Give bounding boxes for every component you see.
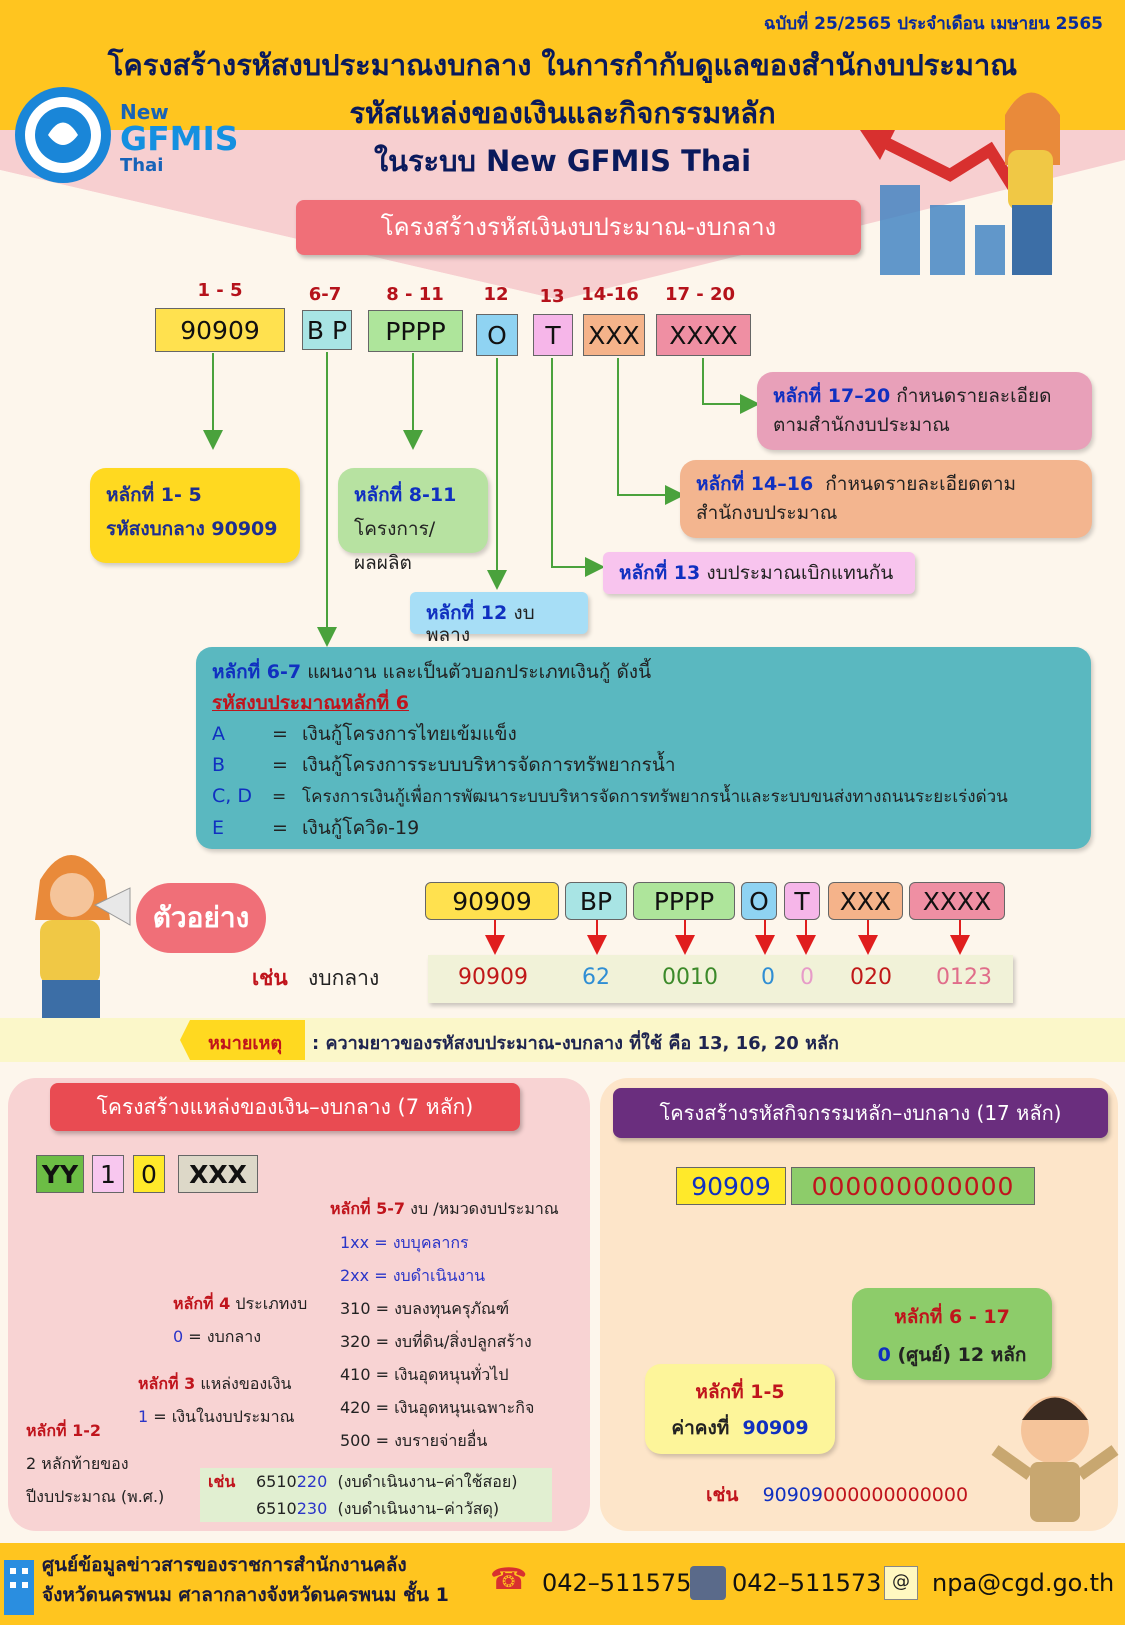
category-item: 410 = เงินอุดหนุนทั่วไป — [340, 1365, 509, 1384]
code-box-14-16: XXX — [583, 314, 645, 356]
example-code-14-16: XXX — [828, 882, 903, 920]
sof-digits-1-2: หลักที่ 1-2 2 หลักท้ายของ ปีงบประมาณ (พ.… — [26, 1421, 165, 1506]
activity-banner: โครงสร้างรหัสกิจกรรมหลัก–งบกลาง (17 หลัก… — [613, 1088, 1108, 1138]
example-value: 0 — [761, 965, 775, 990]
phone-icon: ☎ — [490, 1562, 528, 1597]
example-value: 62 — [582, 965, 610, 990]
category-item: 500 = งบรายจ่ายอื่น — [340, 1431, 488, 1450]
loan-type-item: B=เงินกู้โครงการระบบบริหารจัดการทรัพยากร… — [212, 754, 676, 776]
loan-type-item: C, D=โครงการเงินกู้เพื่อการพัฒนาระบบบริห… — [212, 785, 1008, 807]
sof-category-list: 1xx = งบบุคลากร 2xx = งบดำเนินงาน 310 = … — [340, 1226, 534, 1457]
position-label: 14-16 — [581, 284, 639, 305]
header-background — [0, 0, 1125, 130]
source-of-funds-panel — [8, 1078, 590, 1531]
source-of-funds-banner: โครงสร้างแหล่งของเงิน–งบกลาง (7 หลัก) — [50, 1083, 520, 1131]
budget-code-banner: โครงสร้างรหัสเงินงบประมาณ-งบกลาง — [296, 200, 861, 255]
loan-type-item: E=เงินกู้โควิด-19 — [212, 817, 420, 839]
code-box-12: O — [476, 314, 518, 356]
example-values-bar: 90909 62 0010 0 0 020 0123 — [428, 955, 1013, 1003]
sof-digit-4: หลักที่ 4 ประเภทงบ 0 = งบกลาง — [173, 1294, 308, 1346]
example-prefix: เช่น — [252, 966, 288, 990]
category-item: 420 = เงินอุดหนุนเฉพาะกิจ — [340, 1398, 535, 1417]
email-address[interactable]: npa@cgd.go.th — [932, 1569, 1115, 1597]
example-value: 90909 — [458, 965, 528, 990]
fax-number[interactable]: 042–511573 — [732, 1569, 882, 1597]
page-title: โครงสร้างรหัสงบประมาณงบกลาง ในการกำกับดู… — [107, 48, 1018, 82]
phone-number[interactable]: 042–511575 — [542, 1569, 692, 1597]
position-label: 8 - 11 — [386, 284, 444, 305]
digits-14-16-card: หลักที่ 14–16 กำหนดรายละเอียดตาม สำนักงบ… — [680, 460, 1092, 538]
fax-icon — [690, 1566, 726, 1600]
code-box-13: T — [533, 314, 573, 356]
footer-address: ศูนย์ข้อมูลข่าวสารของราชการสำนักงานคลัง … — [42, 1554, 449, 1606]
example-name: งบกลาง — [308, 966, 380, 990]
footer-bar — [0, 1543, 1125, 1625]
note-label: หมายเหตุ — [208, 1033, 283, 1054]
example-code-13: T — [784, 882, 820, 920]
note-text: : ความยาวของรหัสงบประมาณ-งบกลาง ที่ใช้ ค… — [312, 1033, 839, 1054]
code-box-6-7: B P — [302, 310, 352, 350]
digits-17-20-card: หลักที่ 17–20 กำหนดรายละเอียด ตามสำนักงบ… — [757, 372, 1092, 450]
position-label: 13 — [539, 286, 565, 307]
page-subtitle: รหัสแหล่งของเงินและกิจกรรมหลัก — [349, 96, 776, 130]
position-label: 12 — [483, 284, 509, 305]
digits-1-5-card: หลักที่ 1- 5 รหัสงบกลาง 90909 — [90, 468, 300, 563]
category-item: 1xx = งบบุคลากร — [340, 1233, 469, 1252]
gfmis-logo: New GFMIS Thai — [8, 85, 239, 185]
digit-13-card: หลักที่ 13 งบประมาณเบิกแทนกัน — [603, 552, 915, 594]
sof-digit-3: หลักที่ 3 แหล่งของเงิน 1 = เงินในงบประมา… — [138, 1374, 295, 1426]
example-code-8-11: PPPP — [633, 882, 735, 920]
issue-number: ฉบับที่ 25/2565 ประจำเดือน เมษายน 2565 — [763, 14, 1103, 34]
example-code-17-20: XXXX — [909, 882, 1005, 920]
example-code-1-5: 90909 — [425, 882, 559, 920]
category-item: 310 = งบลงทุนครุภัณฑ์ — [340, 1299, 510, 1318]
woman-with-chart-illustration — [860, 92, 1060, 275]
activity-digits-6-17-card: หลักที่ 6 - 17 0 (ศูนย์) 12 หลัก — [852, 1288, 1052, 1380]
sof-digits-5-7: หลักที่ 5-7 งบ /หมวดงบประมาณ — [330, 1199, 559, 1218]
activity-code-6-17: 000000000000 — [791, 1167, 1035, 1205]
code-box-17-20: XXXX — [656, 314, 751, 356]
code-box-1-5: 90909 — [155, 308, 285, 352]
example-value: 0123 — [936, 965, 992, 990]
position-label: 17 - 20 — [664, 284, 736, 305]
category-item: 2xx = งบดำเนินงาน — [340, 1266, 486, 1285]
loan-type-item: A=เงินกู้โครงการไทยเข้มแข็ง — [212, 723, 517, 745]
activity-digits-1-5-card: หลักที่ 1-5 ค่าคงที่ 90909 — [645, 1364, 835, 1454]
position-label: 6-7 — [308, 284, 342, 305]
digit-12-card: หลักที่ 12 งบพลาง — [410, 592, 588, 646]
activity-code-1-5: 90909 — [676, 1167, 786, 1205]
example-value: 020 — [850, 965, 892, 990]
position-label: 1 - 5 — [197, 280, 243, 301]
sof-code-0: 0 — [133, 1155, 165, 1193]
sof-code-1: 1 — [92, 1155, 124, 1193]
category-item: 320 = งบที่ดิน/สิ่งปลูกสร้าง — [340, 1332, 532, 1351]
sof-code-yy: YY — [36, 1155, 84, 1193]
code-box-8-11: PPPP — [368, 310, 463, 352]
activity-example: เช่น 90909000000000000 — [706, 1484, 969, 1506]
digits-8-11-card: หลักที่ 8-11 โครงการ/ผลผลิต — [338, 468, 488, 574]
example-code-12: O — [741, 882, 777, 920]
example-value: 0 — [800, 965, 814, 990]
sof-code-xxx: XXX — [178, 1155, 258, 1193]
note-tag — [180, 1020, 305, 1060]
digits-6-7-card: หลักที่ 6-7 แผนงาน และเป็นตัวบอกประเภทเง… — [196, 647, 1091, 849]
page-subtitle-2: ในระบบ New GFMIS Thai — [373, 144, 752, 178]
example-code-6-7: BP — [565, 882, 627, 920]
example-value: 0010 — [662, 965, 718, 990]
email-icon: @ — [884, 1566, 918, 1600]
example-badge: ตัวอย่าง — [136, 883, 266, 953]
